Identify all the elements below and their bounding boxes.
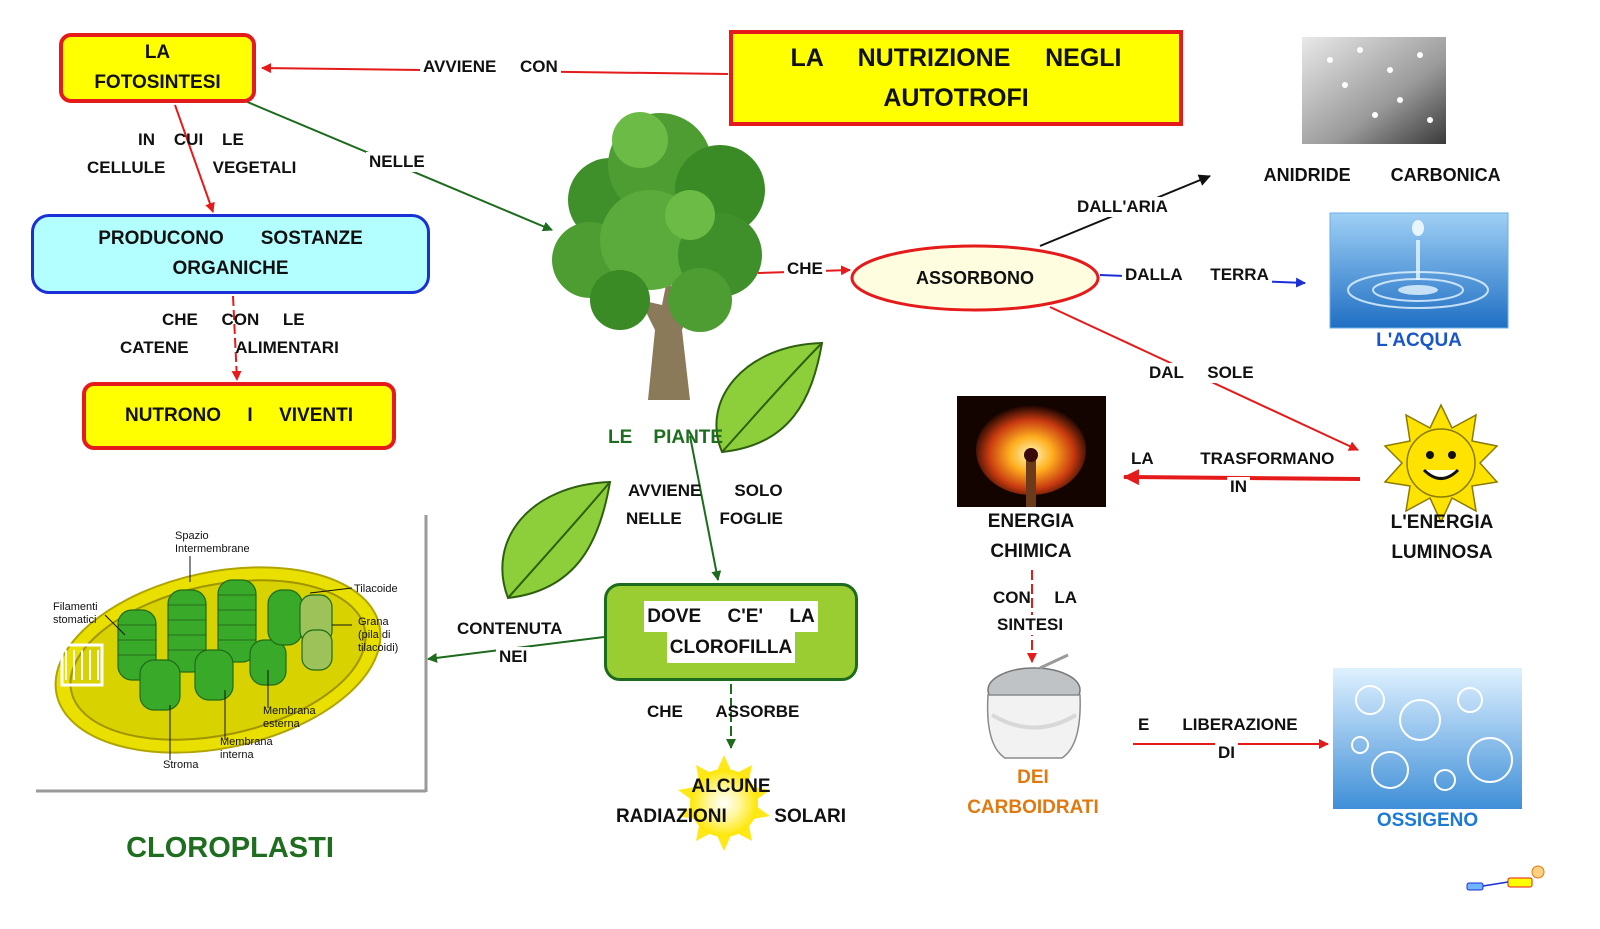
leaf-lower-illustration (501, 480, 612, 600)
carbonic-bubbles-image (1302, 37, 1446, 144)
assorbono-text: ASSORBONO (915, 268, 1034, 288)
radiazioni-line-2: RADIAZIONI SOLARI (615, 806, 847, 827)
match-flame-image (957, 396, 1106, 507)
label-filamenti: Filamenti stomatici (53, 601, 98, 626)
link-avviene-solo (689, 435, 722, 581)
label-che-con-1: CHE CON LE (162, 310, 305, 329)
label-in-cui-1: IN CUI LE (138, 130, 244, 149)
nutrono-text: NUTRONO I VIVENTI (124, 405, 354, 426)
title-box: LA NUTRIZIONE NEGLI AUTOTROFI (729, 30, 1183, 126)
label-dal-sole: DAL SOLE (1146, 363, 1257, 383)
anidride-text: ANIDRIDE CARBONICA (1263, 165, 1501, 185)
label-in-cui-2: CELLULE VEGETALI (87, 158, 297, 177)
piante-text: LE PIANTE (608, 427, 724, 448)
label-stroma: Stroma (163, 759, 199, 771)
cloroplasti-caption: CLOROPLASTI (100, 832, 360, 865)
label-che: CHE (784, 259, 826, 279)
nutrono-node: NUTRONO I VIVENTI (82, 382, 396, 450)
carboidrati-line-2: CARBOIDRATI (967, 797, 1099, 818)
label-con-la-2: SINTESI (994, 615, 1067, 635)
ossigeno-caption: OSSIGENO (1365, 810, 1490, 832)
label-membrana-interna: Membrana interna (220, 736, 273, 761)
label-membrana-esterna: Membrana esterna (263, 705, 316, 730)
acqua-caption: L'ACQUA (1360, 330, 1478, 352)
label-avviene-solo-2: NELLE FOGLIE (626, 509, 783, 528)
label-dall-aria: DALL'ARIA (1074, 197, 1171, 217)
title-line-1: LA NUTRIZIONE NEGLI (790, 44, 1122, 72)
energia-chimica-line-2: CHIMICA (990, 541, 1072, 562)
sun-smiley-icon (1383, 403, 1499, 524)
producono-line-1: PRODUCONO SOSTANZE (98, 228, 363, 249)
label-liberazione-2: DI (1215, 743, 1238, 763)
clorofilla-line-1: DOVE C'E' LA (644, 601, 818, 632)
energia-chimica-line-1: ENERGIA (987, 511, 1075, 532)
clorofilla-line-2: CLOROFILLA (666, 632, 796, 663)
label-che-assorbe: CHE ASSORBE (647, 702, 800, 721)
producono-line-2: ORGANICHE (172, 258, 289, 279)
sugar-bowl-image (986, 653, 1081, 759)
mappe-logo-icon (1466, 865, 1545, 891)
producono-node: PRODUCONO SOSTANZE ORGANICHE (31, 214, 430, 294)
label-grana: Grana (pila di tilacoidi) (358, 616, 399, 654)
leaf-upper-illustration (715, 341, 824, 454)
title-line-2: AUTOTROFI (883, 84, 1029, 112)
carboidrati-caption: DEI CARBOIDRATI (958, 763, 1108, 823)
label-avviene-solo-1: AVVIENE SOLO (628, 481, 783, 500)
fotosintesi-line-1: LA (144, 42, 171, 63)
label-trasformano-1: LA TRASFORMANO (1131, 449, 1335, 468)
energia-luminosa-caption: L'ENERGIA LUMINOSA (1372, 508, 1512, 568)
radiazioni-caption: ALCUNE RADIAZIONI SOLARI (612, 772, 850, 832)
cloroplasti-text: CLOROPLASTI (126, 832, 334, 864)
label-liberazione-1: E LIBERAZIONE (1138, 715, 1298, 734)
small-sun-glow (678, 755, 770, 851)
assorbono-node: ASSORBONO (853, 258, 1097, 298)
clorofilla-node: DOVE C'E' LA CLOROFILLA (604, 583, 858, 681)
link-in-cui (174, 104, 215, 213)
fotosintesi-node: LA FOTOSINTESI (59, 33, 256, 103)
energia-chimica-caption: ENERGIA CHIMICA (966, 507, 1096, 567)
label-contenuta-2: NEI (496, 647, 531, 667)
fotosintesi-line-2: FOTOSINTESI (94, 72, 221, 93)
energia-luminosa-line-1: L'ENERGIA (1390, 512, 1494, 533)
label-che-con-2: CATENE ALIMENTARI (120, 338, 339, 357)
label-dalla-terra: DALLA TERRA (1122, 265, 1272, 285)
piante-caption: LE PIANTE (585, 405, 725, 471)
assorbono-node-shape (850, 244, 1100, 312)
label-con-la-1: CON LA (993, 588, 1078, 607)
label-nelle: NELLE (366, 152, 428, 172)
tree-illustration (552, 112, 765, 400)
label-tilacoide: Tilacoide (354, 583, 398, 595)
carboidrati-line-1: DEI (1017, 767, 1049, 788)
anidride-caption: ANIDRIDE CARBONICA (1240, 144, 1505, 207)
energia-luminosa-line-2: LUMINOSA (1391, 542, 1493, 563)
label-avviene-con: AVVIENE CON (420, 57, 561, 77)
label-contenuta-1: CONTENUTA (457, 619, 563, 638)
acqua-text: L'ACQUA (1376, 330, 1462, 351)
oxygen-bubbles-image (1333, 668, 1522, 809)
label-trasformano-2: IN (1227, 477, 1250, 497)
label-spazio: Spazio Intermembrane (175, 530, 250, 555)
ossigeno-text: OSSIGENO (1376, 810, 1479, 831)
link-che-con (231, 295, 242, 381)
radiazioni-line-1: ALCUNE (691, 776, 771, 797)
water-drop-image (1329, 212, 1509, 329)
chloroplast-diagram (36, 515, 428, 793)
